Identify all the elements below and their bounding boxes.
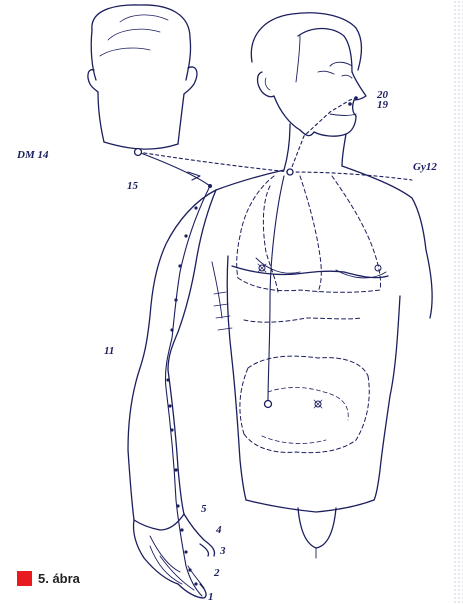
label-5: 5: [201, 503, 207, 515]
label-1: 1: [208, 591, 214, 603]
label-11: 11: [104, 345, 114, 357]
label-2: 2: [214, 567, 220, 579]
label-4: 4: [216, 524, 222, 536]
arm-sketch: [128, 190, 216, 598]
figure-caption: 5. ábra: [17, 571, 80, 586]
head-back-sketch: [88, 5, 197, 149]
caption-marker: [17, 571, 32, 586]
label-gy12: Gy12: [413, 161, 437, 173]
label-dm14: DM 14: [17, 149, 48, 161]
torso-sketch: [212, 166, 432, 558]
label-3: 3: [220, 545, 226, 557]
label-15: 15: [127, 180, 138, 192]
caption-text: 5. ábra: [38, 571, 80, 586]
acupuncture-points: [166, 96, 357, 585]
internal-organs-sketch: [237, 176, 381, 453]
head-front-sketch: [251, 13, 366, 170]
label-19: 19: [377, 99, 388, 111]
